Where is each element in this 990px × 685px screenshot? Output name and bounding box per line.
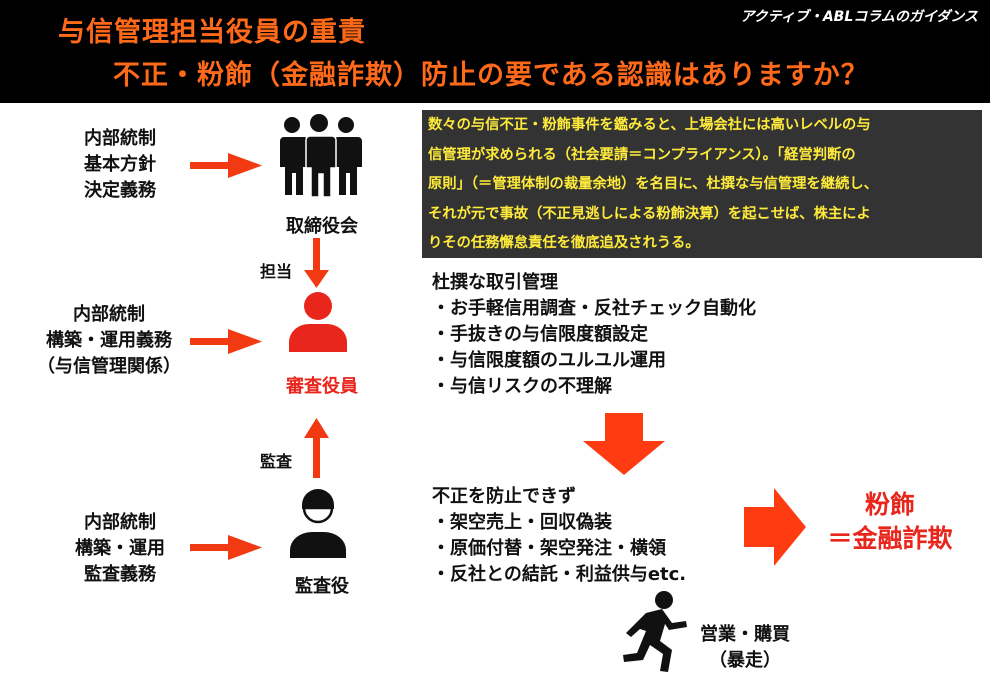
arrow-auditor-duty [190,535,262,560]
list-item: ・原価付替・架空発注・横領 [432,538,666,559]
arrow-officer-duty [190,329,262,354]
poor-management-list: 杜撰な取引管理 ・お手軽信用調査・反社チェック自動化 ・手抜きの与信限度額設定 … [432,270,756,400]
poor-management-heading: 杜撰な取引管理 [432,272,558,293]
fraud-heading: 不正を防止できず [432,486,576,507]
officer-duty-label: 内部統制 構築・運用義務 （与信管理関係） [37,304,181,377]
list-item: ・与信限度額のユルユル運用 [432,350,666,371]
officer-label: 審査役員 [286,376,358,397]
arrow-big-right [744,488,806,566]
brand-caption: アクティブ・ABLコラムのガイダンス [740,9,978,25]
title-line-1: 与信管理担当役員の重責 [58,17,366,48]
sales-label: 営業・購買 （暴走） [700,624,790,671]
fraud-list: 不正を防止できず ・架空売上・回収偽装 ・原価付替・架空発注・横領 ・反社との結… [432,484,686,588]
list-item: ・手抜きの与信限度額設定 [432,324,648,345]
board-duty-label: 内部統制 基本方針 決定義務 [84,128,156,201]
arrow-big-down [583,413,665,475]
header-banner: 与信管理担当役員の重責 不正・粉飾（金融詐欺）防止の要である認識はありますか？ … [0,0,990,103]
auditor-person-icon [290,489,346,558]
title-line-2: 不正・粉飾（金融詐欺）防止の要である認識はありますか？ [113,60,869,91]
arrow-assign-down [304,238,329,288]
list-item: ・お手軽信用調査・反社チェック自動化 [432,298,756,319]
running-person-icon [623,591,687,672]
arrow-board-duty [190,153,262,178]
board-label: 取締役会 [286,216,358,237]
list-item: ・与信リスクの不理解 [432,376,612,397]
person-red-icon [289,292,347,352]
auditor-duty-label: 内部統制 構築・運用 監査義務 [75,512,165,585]
auditor-label: 監査役 [295,576,349,597]
list-item: ・架空売上・回収偽装 [432,512,612,533]
list-item: ・反社との結託・利益供与etc. [432,564,687,585]
arrow-audit-up [304,418,329,478]
result-label: 粉飾 ＝金融詐欺 [827,490,953,553]
compliance-note: 数々の与信不正・粉飾事件を鑑みると、上場会社には高いレベルの与 信管理が求められ… [422,110,982,258]
audit-label: 監査 [260,452,293,471]
group-people-icon [280,114,362,198]
assign-label: 担当 [260,262,293,281]
